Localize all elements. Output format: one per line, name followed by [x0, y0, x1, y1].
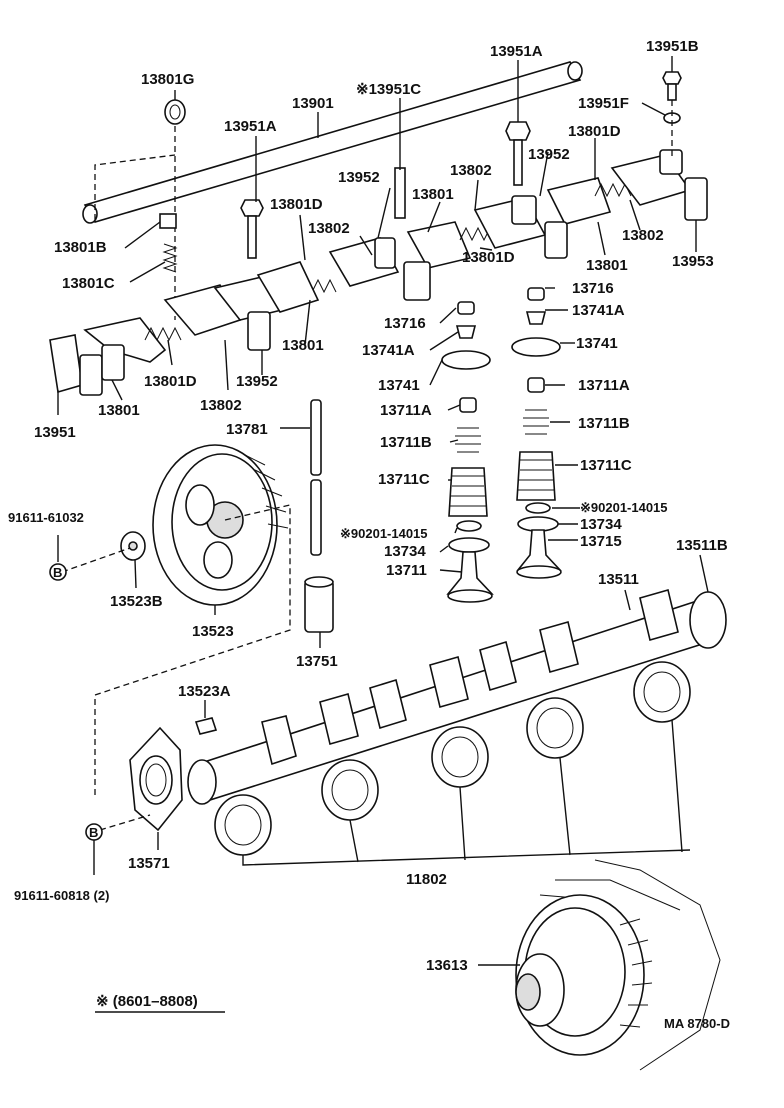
- bolt-13951a-top: [505, 121, 531, 186]
- label-13523b: 13523B: [110, 593, 163, 610]
- label-13511b: 13511B: [676, 537, 728, 554]
- rocker-shaft: [82, 61, 583, 224]
- washer-13523b: [120, 531, 146, 561]
- label-13571: 13571: [128, 855, 170, 872]
- label-91611-61032: 91611-61032: [8, 510, 84, 525]
- label-13801b: 13801B: [54, 239, 107, 256]
- rocker-arm-group: [49, 149, 708, 396]
- label-13951b: 13951B: [646, 38, 699, 55]
- label-13801d-top: 13801D: [568, 123, 621, 140]
- label-13511: 13511: [598, 571, 639, 588]
- label-13801d-right: 13801D: [462, 249, 515, 266]
- crankshaft-timing-gear: [515, 859, 721, 1071]
- valve-lifter-13751: [304, 576, 334, 633]
- label-90201-right: ※90201-14015: [580, 500, 668, 515]
- label-13523a: 13523A: [178, 683, 231, 700]
- label-13523: 13523: [192, 623, 234, 640]
- label-13734-right: 13734: [580, 516, 622, 533]
- label-13711a-right: 13711A: [578, 377, 630, 394]
- label-13952-mid: 13952: [338, 169, 380, 186]
- bolt-13951a-left: [240, 199, 264, 259]
- label-13711b-left: 13711B: [380, 434, 432, 451]
- label-13711a-left: 13711A: [380, 402, 432, 419]
- bolt-mark-b-lower-text: B: [89, 825, 98, 840]
- label-13801-low: 13801: [282, 337, 324, 354]
- label-13802-top: 13802: [450, 162, 492, 179]
- label-13952-low: 13952: [236, 373, 278, 390]
- label-13802-mid: 13802: [308, 220, 350, 237]
- guide-line-plate: [99, 814, 151, 831]
- label-13951a-top: 13951A: [490, 43, 543, 60]
- label-13734-left: 13734: [384, 543, 426, 560]
- label-13953: 13953: [672, 253, 714, 270]
- label-90201-left: ※90201-14015: [340, 526, 428, 541]
- label-13716-right: 13716: [572, 280, 614, 297]
- label-13715: 13715: [580, 533, 622, 550]
- valve-assembly-left: [441, 301, 494, 603]
- camshaft: [187, 589, 727, 805]
- label-13741-left: 13741: [378, 377, 420, 394]
- woodruff-key: [194, 717, 218, 735]
- label-13951c: ※13951C: [356, 81, 421, 98]
- valve-assembly-right: [511, 287, 562, 579]
- footnote-production-range: ※ (8601–8808): [96, 993, 198, 1010]
- label-13781: 13781: [226, 421, 268, 438]
- label-13801d-mid: 13801D: [270, 196, 323, 213]
- stud-13951c: [394, 167, 406, 219]
- label-13802-low: 13802: [200, 397, 242, 414]
- leader-lines: [57, 56, 709, 1013]
- label-13711c-left: 13711C: [378, 471, 430, 488]
- bolt-mark-b-upper: [49, 563, 67, 581]
- label-13711: 13711: [386, 562, 427, 579]
- reference-code: MA 8780-D: [664, 1016, 730, 1031]
- label-13801-left: 13801: [98, 402, 140, 419]
- label-13711b-right: 13711B: [578, 415, 630, 432]
- label-13951: 13951: [34, 424, 76, 441]
- label-11802: 11802: [406, 871, 447, 888]
- label-13951a-left: 13951A: [224, 118, 277, 135]
- label-13901: 13901: [292, 95, 334, 112]
- label-13952-top: 13952: [528, 146, 570, 163]
- camshaft-bearings: [214, 661, 691, 856]
- guide-line-washer: [61, 547, 131, 573]
- label-13716-left: 13716: [384, 315, 426, 332]
- shaft-plug: [164, 99, 186, 125]
- thrust-plate: [129, 726, 183, 832]
- label-13802-right: 13802: [622, 227, 664, 244]
- plug-13801b: [159, 213, 177, 229]
- camshaft-timing-gear: [152, 444, 289, 606]
- label-13801d-low: 13801D: [144, 373, 197, 390]
- push-rod-13781: [310, 399, 322, 556]
- label-13741-right: 13741: [576, 335, 618, 352]
- guide-line-gear: [94, 504, 291, 795]
- guide-line-shaft: [94, 154, 176, 220]
- bolt-13951b: [662, 71, 682, 101]
- label-13801c: 13801C: [62, 275, 115, 292]
- label-13711c-right: 13711C: [580, 457, 632, 474]
- spring-13801c: [162, 243, 178, 273]
- label-13801g: 13801G: [141, 71, 194, 88]
- label-13751: 13751: [296, 653, 338, 670]
- bolt-mark-b-upper-text: B: [53, 565, 62, 580]
- label-13951f: 13951F: [578, 95, 629, 112]
- label-91611-60818: 91611-60818 (2): [14, 888, 109, 903]
- label-13613: 13613: [426, 957, 468, 974]
- label-13801-mid: 13801: [412, 186, 454, 203]
- label-13741a-right: 13741A: [572, 302, 625, 319]
- label-13741a-left: 13741A: [362, 342, 415, 359]
- label-13801-right: 13801: [586, 257, 628, 274]
- bearing-bracket: [242, 719, 691, 866]
